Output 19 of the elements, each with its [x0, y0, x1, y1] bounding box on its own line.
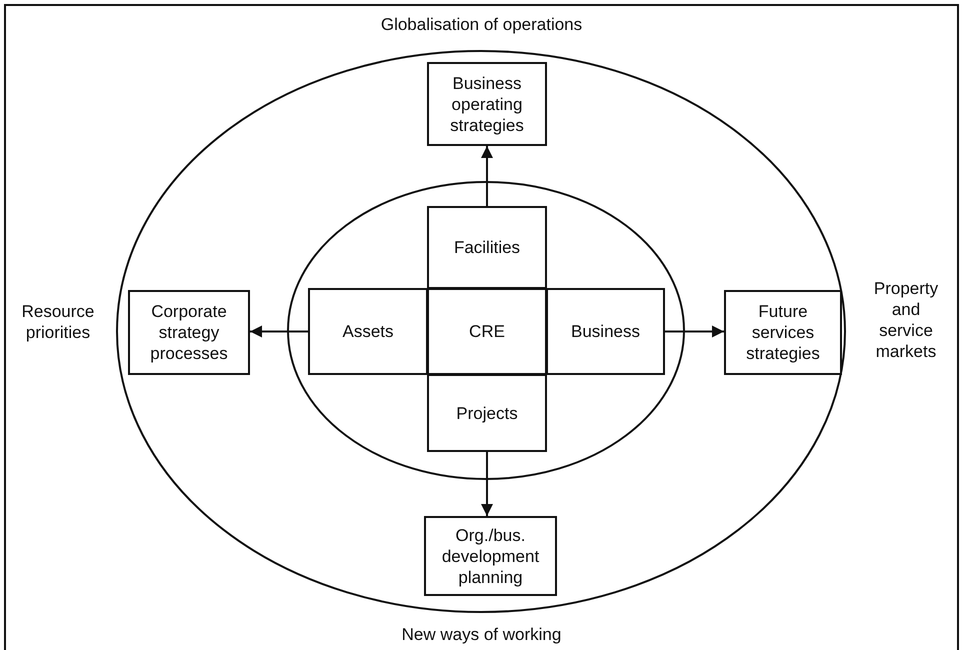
arrow — [481, 146, 493, 206]
cross-segment: Assets — [308, 288, 428, 375]
arrow — [481, 452, 493, 516]
strategy-box: Future services strategies — [724, 290, 842, 375]
context-label: Property and service markets — [872, 278, 940, 362]
cross-segment: Business — [546, 288, 665, 375]
context-label: New ways of working — [400, 624, 562, 645]
cross-segment: Facilities — [427, 206, 547, 289]
strategy-box: Business operating strategies — [427, 62, 547, 146]
arrow — [665, 326, 724, 338]
context-label: Resource priorities — [20, 301, 96, 343]
inner-ellipse — [287, 181, 685, 480]
strategy-box: Corporate strategy processes — [128, 290, 250, 375]
cross-segment: Projects — [427, 374, 547, 452]
outer-ellipse — [116, 50, 846, 613]
cross-segment: CRE — [427, 288, 547, 375]
strategy-box: Org./bus. development planning — [424, 516, 557, 596]
context-label: Globalisation of operations — [380, 14, 584, 35]
arrow — [250, 326, 308, 338]
